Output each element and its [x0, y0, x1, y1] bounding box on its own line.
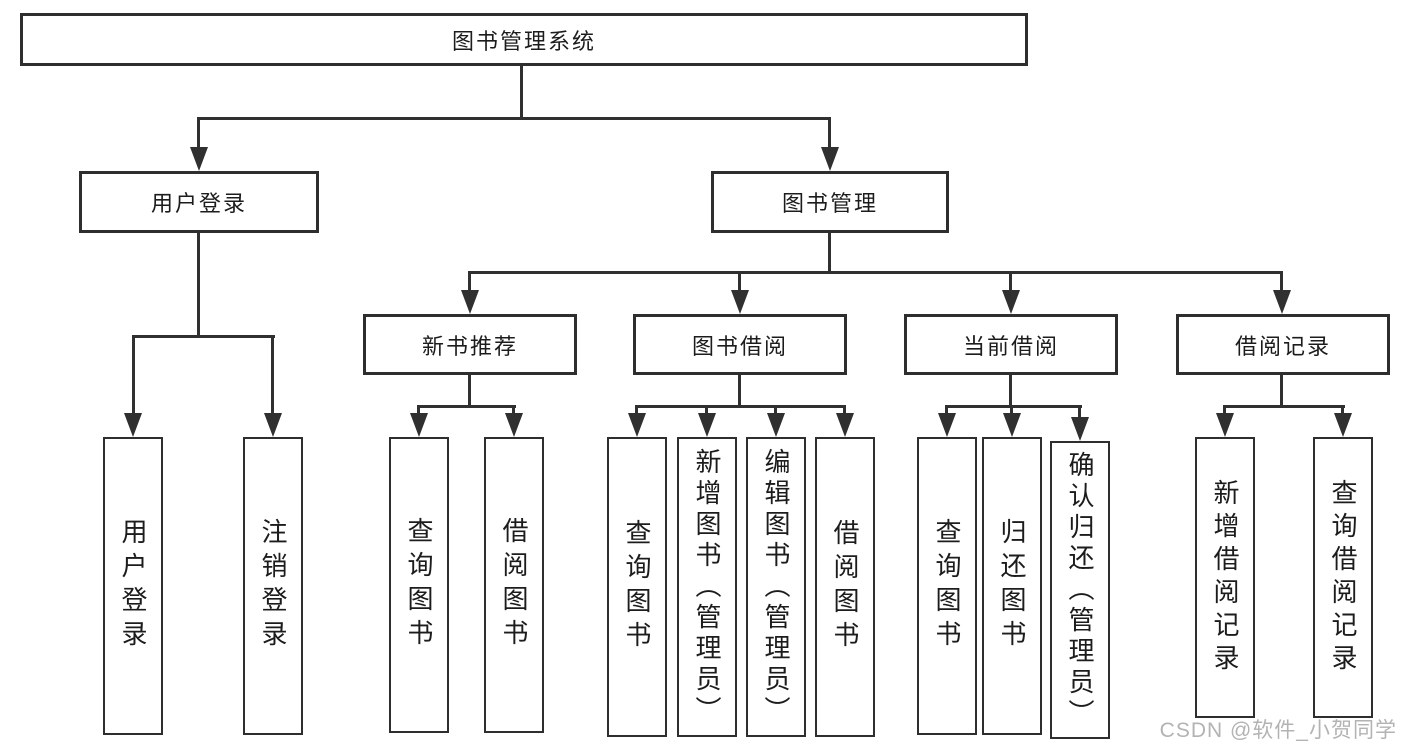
node-leaf-query-books-1: 查询图书	[389, 437, 449, 733]
arrow-down-icon	[1273, 290, 1291, 314]
connector-line	[1280, 271, 1283, 294]
node-label: 新增图书（管理员）	[692, 447, 722, 727]
connector-line	[828, 117, 831, 150]
connector-line	[945, 405, 1082, 408]
arrow-down-icon	[836, 413, 854, 437]
arrow-down-icon	[505, 413, 523, 437]
connector-line	[1341, 405, 1344, 417]
node-current-borrowing: 当前借阅	[904, 314, 1118, 375]
node-label: 借阅图书	[499, 517, 529, 653]
node-leaf-edit-book-admin: 编辑图书（管理员）	[746, 437, 806, 737]
node-label: 图书管理系统	[451, 28, 596, 54]
connector-line	[1010, 405, 1013, 417]
node-label: 借阅图书	[830, 519, 860, 655]
arrow-down-icon	[190, 147, 208, 171]
connector-line	[132, 335, 135, 417]
connector-line	[635, 405, 638, 417]
node-borrow-records: 借阅记录	[1176, 314, 1390, 375]
node-label: 确认归还（管理员）	[1065, 450, 1095, 730]
node-label: 编辑图书（管理员）	[761, 447, 791, 727]
node-leaf-logout: 注销登录	[243, 437, 303, 735]
arrow-down-icon	[124, 413, 142, 437]
connector-line	[197, 117, 200, 150]
arrow-down-icon	[698, 413, 716, 437]
connector-line	[828, 233, 831, 273]
connector-line	[635, 405, 846, 408]
arrow-down-icon	[1334, 413, 1352, 437]
connector-line	[738, 271, 741, 294]
arrow-down-icon	[628, 413, 646, 437]
connector-line	[1009, 271, 1012, 294]
arrow-down-icon	[264, 413, 282, 437]
connector-line	[468, 271, 1283, 274]
arrow-down-icon	[1071, 417, 1089, 441]
connector-line	[512, 405, 515, 417]
connector-line	[468, 271, 471, 294]
node-label: 图书管理	[781, 191, 878, 216]
node-leaf-borrow-books-2: 借阅图书	[815, 437, 875, 737]
node-leaf-confirm-return-admin: 确认归还（管理员）	[1050, 441, 1110, 739]
arrow-down-icon	[821, 147, 839, 171]
connector-line	[417, 405, 516, 408]
arrow-down-icon	[938, 413, 956, 437]
node-leaf-query-books-3: 查询图书	[917, 437, 977, 735]
arrow-down-icon	[410, 413, 428, 437]
node-root-library-system: 图书管理系统	[20, 13, 1028, 66]
connector-line	[705, 405, 708, 417]
connector-line	[945, 405, 948, 417]
connector-line	[1078, 405, 1081, 421]
node-new-book-recommend: 新书推荐	[363, 314, 577, 375]
arrow-down-icon	[461, 290, 479, 314]
node-book-borrowing: 图书借阅	[633, 314, 847, 375]
connector-line	[197, 233, 200, 337]
connector-line	[738, 375, 741, 407]
node-book-management: 图书管理	[711, 171, 949, 233]
node-label: 新增借阅记录	[1210, 478, 1240, 677]
node-leaf-return-books: 归还图书	[982, 437, 1042, 735]
node-label: 图书借阅	[691, 333, 788, 359]
connector-line	[843, 405, 846, 417]
connector-line	[520, 66, 523, 119]
connector-line	[1223, 405, 1226, 417]
node-label: 归还图书	[997, 518, 1027, 654]
connector-line	[1009, 375, 1012, 407]
node-label: 查询图书	[622, 519, 652, 655]
node-label: 查询借阅记录	[1328, 478, 1358, 677]
connector-line	[1223, 405, 1345, 408]
arrow-down-icon	[1003, 413, 1021, 437]
connector-line	[132, 335, 275, 338]
node-label: 当前借阅	[962, 333, 1059, 359]
arrow-down-icon	[1216, 413, 1234, 437]
node-leaf-user-login: 用户登录	[103, 437, 163, 735]
node-label: 用户登录	[150, 191, 247, 216]
connector-line	[271, 335, 274, 417]
node-label: 查询图书	[932, 518, 962, 654]
node-leaf-add-borrow-record: 新增借阅记录	[1195, 437, 1255, 718]
arrow-down-icon	[731, 290, 749, 314]
connector-line	[468, 375, 471, 407]
node-leaf-borrow-books-1: 借阅图书	[484, 437, 544, 733]
node-leaf-query-borrow-record: 查询借阅记录	[1313, 437, 1373, 718]
arrow-down-icon	[767, 413, 785, 437]
node-label: 注销登录	[258, 518, 288, 654]
node-label: 用户登录	[118, 518, 148, 654]
watermark: CSDN @软件_小贺同学	[1159, 719, 1397, 742]
node-label: 新书推荐	[421, 333, 518, 359]
node-label: 借阅记录	[1234, 333, 1331, 359]
connector-line	[1280, 375, 1283, 407]
connector-line	[197, 117, 831, 120]
arrow-down-icon	[1002, 290, 1020, 314]
node-leaf-query-books-2: 查询图书	[607, 437, 667, 737]
node-user-login: 用户登录	[79, 171, 319, 233]
node-leaf-add-book-admin: 新增图书（管理员）	[677, 437, 737, 737]
connector-line	[774, 405, 777, 417]
node-label: 查询图书	[404, 517, 434, 653]
connector-line	[417, 405, 420, 417]
